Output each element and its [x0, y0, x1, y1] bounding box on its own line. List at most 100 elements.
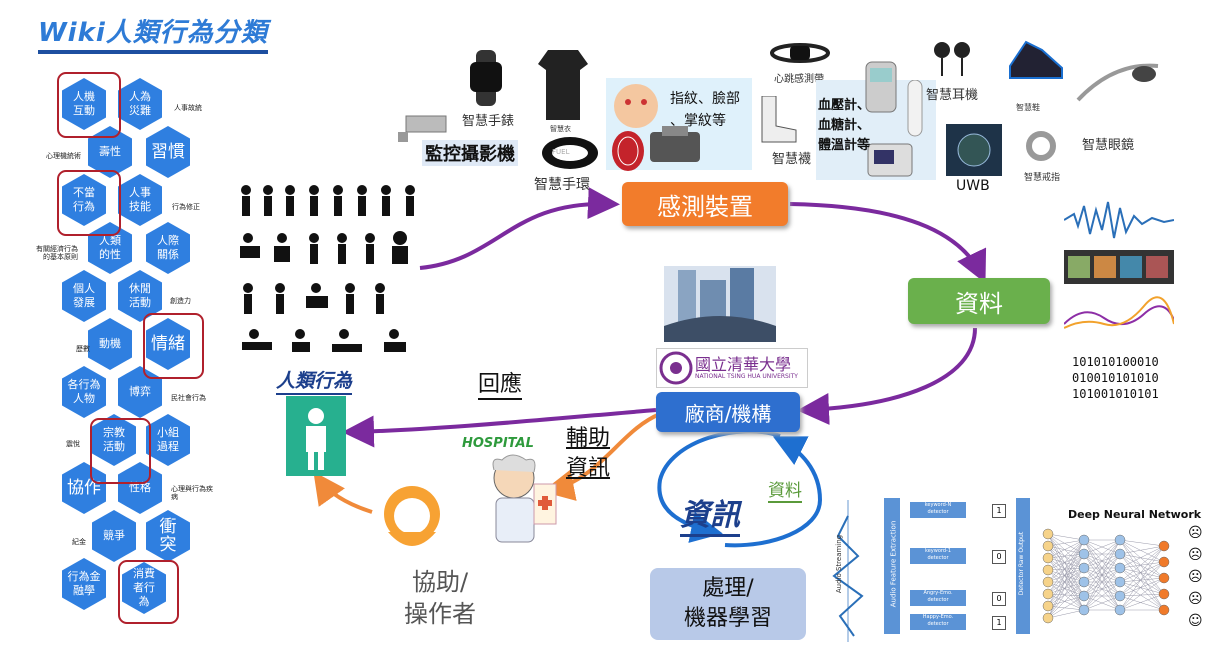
detector-output-label: Detector Raw Output [1018, 531, 1026, 596]
smart-ring-label: 智慧戒指 [1024, 173, 1061, 183]
binary-line: 010010101010 [1072, 371, 1159, 385]
behavior-hex: 壽性 [88, 126, 132, 178]
smart-shoes-label: 智慧鞋 [1016, 103, 1040, 112]
assist-info-label: 輔助 資訊 [566, 426, 611, 481]
side-label: 民社會行為 [171, 394, 206, 402]
nn-edge [1083, 595, 1121, 611]
nn-edge [1083, 539, 1121, 569]
behavior-hex: 人為 災難 [118, 78, 162, 130]
nn-edge [1047, 533, 1085, 597]
nn-edge [1119, 539, 1165, 547]
nn-edge [1047, 545, 1085, 611]
nn-edge [1119, 553, 1165, 563]
behavior-hex: 協作 [62, 462, 106, 514]
nn-edge [1047, 553, 1085, 583]
nn-node [1114, 576, 1126, 588]
nn-edge [1047, 581, 1085, 619]
nn-edge [1047, 539, 1085, 607]
processing-box: 處理/ 機器學習 [650, 568, 806, 640]
nn-edge [1047, 609, 1085, 619]
nn-node [1078, 590, 1090, 602]
nn-node [1114, 604, 1126, 616]
nn-edge [1047, 567, 1085, 583]
bp-meter-label: 血壓計、 血糖計、 體溫計等 [818, 98, 871, 153]
nn-node [1078, 604, 1090, 616]
behavior-hex: 個人 發展 [62, 270, 106, 322]
university-logo: 國立清華大學 NATIONAL TSING HUA UNIVERSITY [656, 348, 808, 388]
nn-edge [1119, 567, 1165, 611]
binary-line: 101010100010 [1072, 355, 1159, 369]
nn-edge [1047, 553, 1085, 607]
human-behavior-silhouettes [240, 185, 415, 352]
detector-box: keyword-1 detector [910, 548, 966, 564]
nn-edge [1119, 577, 1165, 583]
nn-edge [1047, 569, 1085, 611]
nn-edge [1119, 553, 1165, 611]
dnn-title: Deep Neural Network [1068, 508, 1202, 521]
fingerprint-label: 指紋、臉部 、掌紋等 [670, 91, 740, 129]
nn-edge [1047, 567, 1085, 619]
highlight-box [90, 418, 151, 484]
feature-extraction-label: Audio Feature Extraction [889, 520, 898, 608]
side-label: 心理機統術 [46, 152, 81, 160]
nn-edge [1047, 569, 1085, 597]
nn-edge [1083, 553, 1121, 611]
nn-edge [1047, 539, 1085, 595]
side-label: 紀金 [72, 538, 86, 546]
earphone-label: 智慧耳機 [926, 88, 979, 103]
nn-node [1114, 548, 1126, 560]
smart-band-icon [542, 137, 598, 169]
nn-edge [1047, 557, 1085, 583]
behavior-hex: 各行為 人物 [62, 366, 106, 418]
nn-edge [1047, 533, 1085, 611]
emotion-icons: ☹ ☹ ☹ ☹ ☺ [1188, 522, 1203, 632]
smart-ring-icon [1026, 131, 1056, 161]
nn-edge [1083, 539, 1121, 597]
nn-edge [1047, 553, 1085, 619]
info-label: 資訊 [680, 490, 740, 537]
nn-node [1158, 556, 1170, 568]
nn-edge [1119, 545, 1165, 611]
bp-meter-icon [867, 143, 913, 177]
nn-edge [1119, 545, 1165, 597]
neural-network-diagram [1042, 528, 1170, 624]
behavior-hex: 人類 的性 [88, 222, 132, 274]
uwb-label: UWB [956, 178, 990, 194]
smart-shoes-icon [1009, 40, 1063, 79]
signal-plot-icon [1064, 296, 1174, 329]
nn-edge [1047, 539, 1085, 547]
detector-box: keyword-N detector [910, 502, 966, 518]
nn-edge [1119, 593, 1165, 611]
nn-node [1158, 572, 1170, 584]
highlight-box [57, 170, 121, 236]
earphone-icon [934, 42, 970, 76]
nn-edge [1047, 593, 1085, 611]
nn-edge [1119, 545, 1165, 583]
binary-line: 101001010101 [1072, 387, 1159, 401]
nn-edge [1047, 539, 1085, 571]
vendor-box: 廠商/機構 [656, 392, 800, 432]
behavior-hex: 動機 [88, 318, 132, 370]
nn-edge [1119, 595, 1165, 611]
nn-node [1042, 600, 1054, 612]
nn-node [1078, 562, 1090, 574]
nn-edge [1047, 581, 1085, 611]
video-frames-icon [1064, 250, 1174, 284]
nn-edge [1047, 567, 1085, 595]
detector-output: 1 [992, 616, 1006, 630]
nn-edge [1047, 545, 1085, 597]
camera-label: 監控攝影機 [422, 140, 518, 166]
nn-node [1042, 564, 1054, 576]
nn-edge [1047, 595, 1085, 619]
nn-edge [1119, 581, 1165, 595]
nn-edge [1119, 539, 1165, 563]
nn-edge [1047, 553, 1085, 559]
nn-edge [1047, 595, 1085, 607]
nn-node [1158, 588, 1170, 600]
detector-output: 0 [992, 550, 1006, 564]
nn-node [1042, 576, 1054, 588]
detector-output: 1 [992, 504, 1006, 518]
nn-edge [1119, 561, 1165, 583]
feature-extraction-bar [884, 498, 900, 634]
